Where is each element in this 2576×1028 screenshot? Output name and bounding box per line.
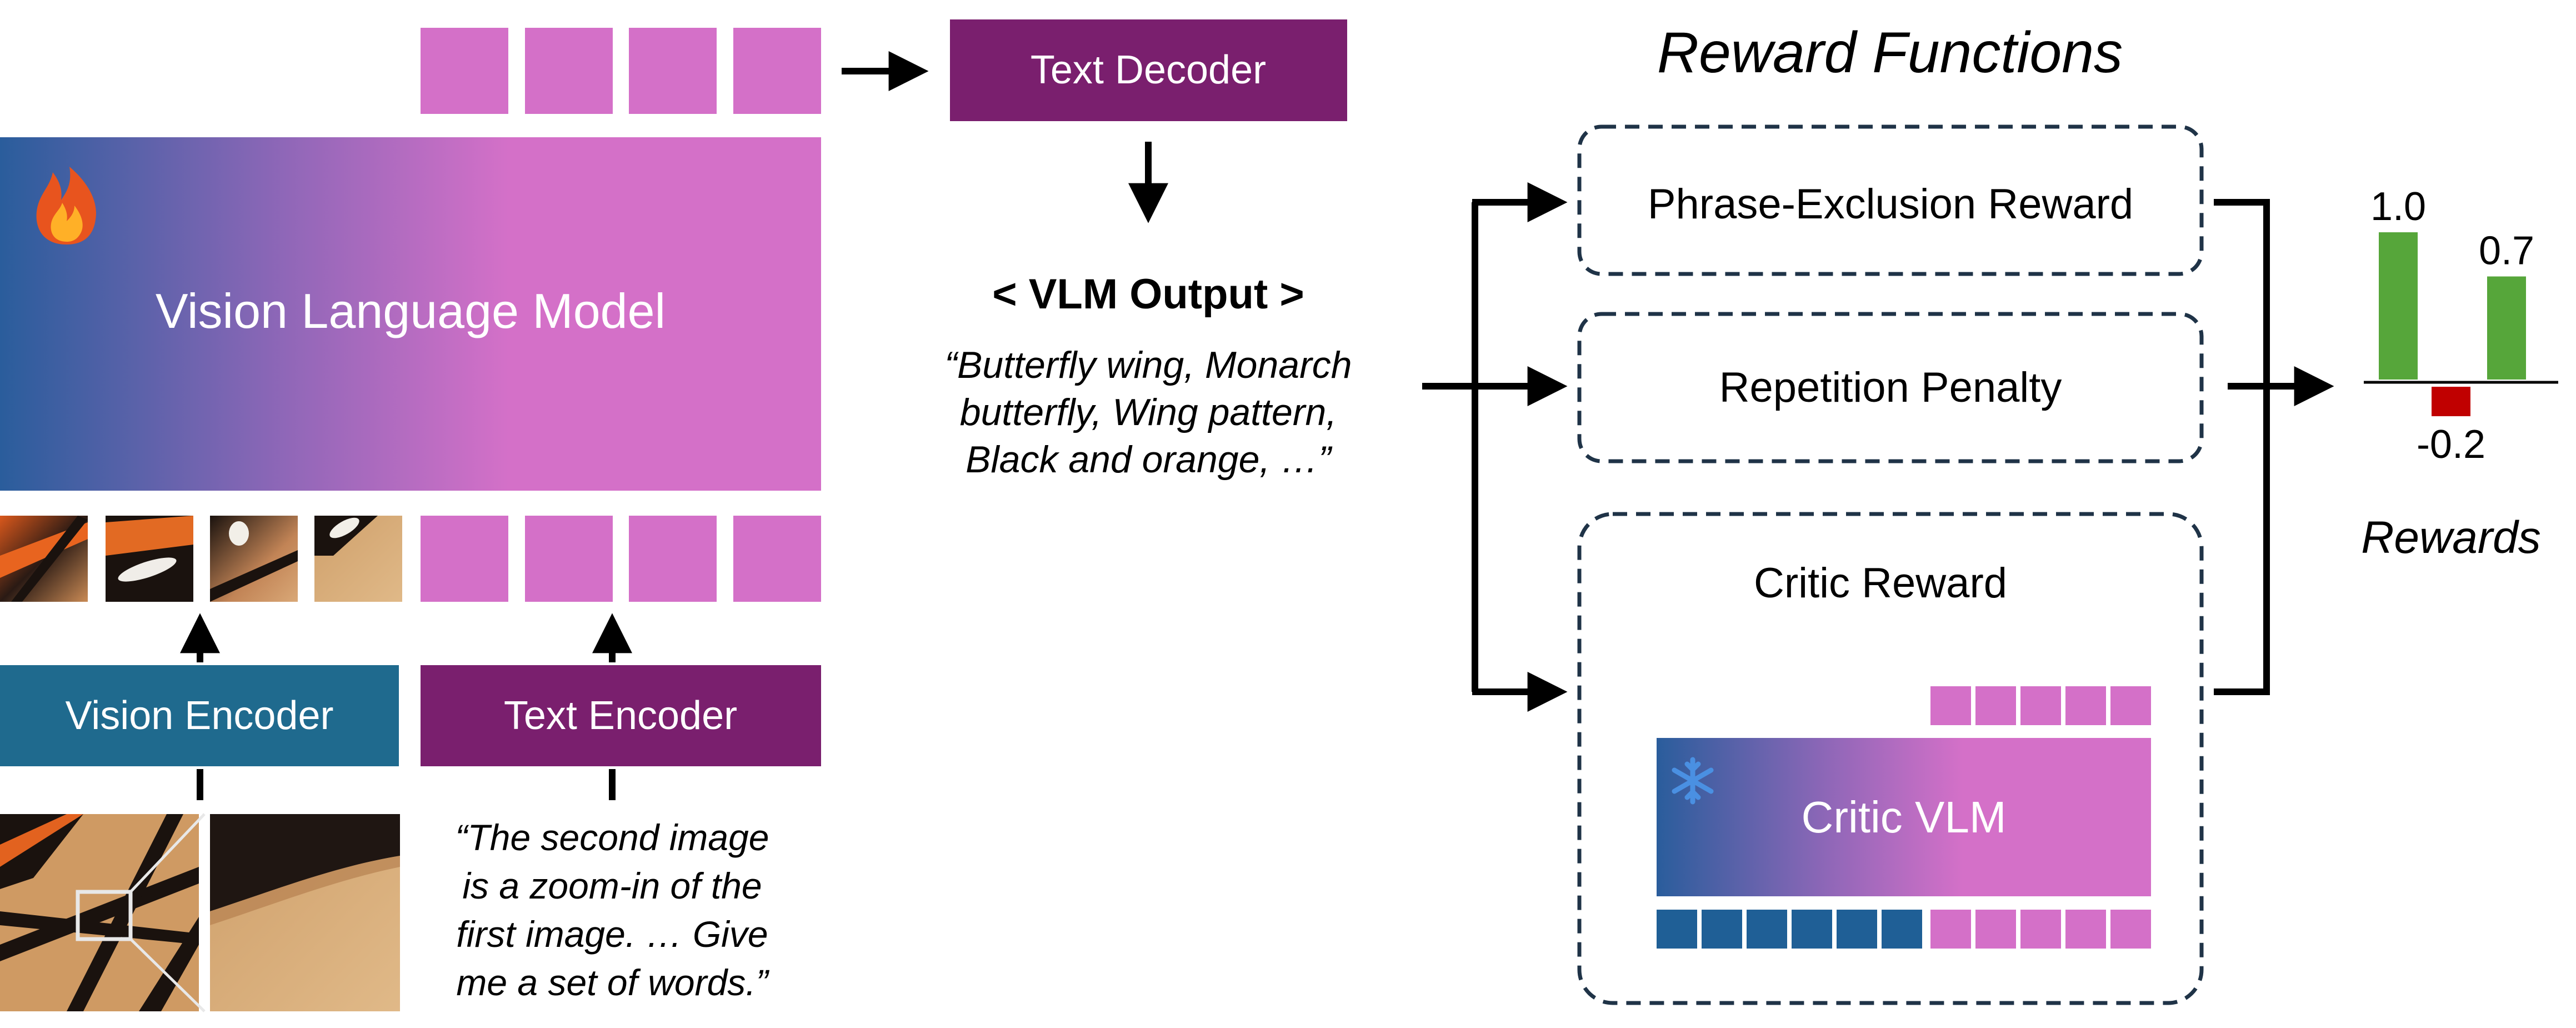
token bbox=[2020, 686, 2061, 725]
fork-connector bbox=[1422, 182, 1568, 712]
prompt-line: “The second image bbox=[456, 817, 769, 858]
output-line: “Butterfly wing, Monarch bbox=[944, 344, 1352, 386]
image-patch bbox=[106, 516, 193, 602]
image-patch-row bbox=[0, 516, 402, 602]
text-encoder-box bbox=[421, 665, 821, 766]
text-decoder-box bbox=[950, 19, 1347, 121]
token bbox=[1975, 686, 2016, 725]
token bbox=[1657, 910, 1697, 949]
critic-input-tokens bbox=[1657, 910, 2151, 949]
token bbox=[2020, 910, 2061, 949]
token bbox=[525, 516, 613, 602]
snowflake-icon bbox=[1672, 757, 1714, 805]
text-encoder-label: Text Encoder bbox=[504, 693, 737, 738]
token bbox=[1930, 910, 1971, 949]
prompt-line: first image. … Give bbox=[456, 914, 768, 955]
reward-bars: 1.0 -0.2 0.7 bbox=[2370, 184, 2534, 467]
vlm-output-title: < VLM Output > bbox=[992, 271, 1304, 318]
token bbox=[2110, 910, 2151, 949]
token bbox=[629, 516, 717, 602]
token bbox=[733, 516, 821, 602]
token bbox=[1975, 910, 2016, 949]
token bbox=[629, 28, 717, 114]
token bbox=[421, 28, 508, 114]
token bbox=[1930, 686, 1971, 725]
vision-encoder-box bbox=[0, 665, 399, 766]
text-token-row bbox=[421, 516, 821, 602]
reward-bar bbox=[2487, 276, 2526, 380]
reward-functions-title: Reward Functions bbox=[1657, 21, 2123, 85]
reward-value-label: -0.2 bbox=[2417, 422, 2485, 467]
token bbox=[421, 516, 508, 602]
token bbox=[1837, 910, 1877, 949]
reward-bar bbox=[2379, 232, 2418, 380]
critic-vlm-block bbox=[1657, 738, 2151, 896]
critic-vlm-label: Critic VLM bbox=[1802, 792, 2007, 842]
output-token-row bbox=[421, 28, 821, 114]
vlm-output-text: “Butterfly wing, Monarch butterfly, Wing… bbox=[944, 344, 1352, 481]
reward-bar bbox=[2432, 387, 2470, 416]
token bbox=[733, 28, 821, 114]
vlm-block bbox=[0, 137, 821, 491]
phrase-exclusion-box bbox=[1577, 124, 2204, 276]
reward-value-label: 1.0 bbox=[2370, 184, 2426, 229]
input-image-full bbox=[0, 813, 206, 1012]
output-line: Black and orange, …” bbox=[966, 438, 1333, 481]
input-image-zoom bbox=[210, 814, 400, 1011]
critic-output-tokens bbox=[1930, 686, 2151, 725]
critic-reward-box bbox=[1577, 512, 2204, 1005]
token bbox=[2065, 686, 2106, 725]
output-line: butterfly, Wing pattern, bbox=[960, 391, 1337, 433]
vision-encoder-label: Vision Encoder bbox=[66, 693, 334, 738]
token bbox=[1702, 910, 1742, 949]
token bbox=[1747, 910, 1787, 949]
prompt-line: me a set of words.” bbox=[456, 962, 769, 1003]
image-patch bbox=[0, 516, 88, 602]
image-patch bbox=[210, 516, 298, 602]
token bbox=[2065, 910, 2106, 949]
input-prompt: “The second image is a zoom-in of the fi… bbox=[456, 817, 770, 1003]
token bbox=[525, 28, 613, 114]
phrase-exclusion-label: Phrase-Exclusion Reward bbox=[1648, 181, 2133, 228]
image-patch bbox=[314, 516, 402, 602]
vlm-title: Vision Language Model bbox=[156, 283, 666, 338]
token bbox=[1882, 910, 1922, 949]
text-decoder-label: Text Decoder bbox=[1031, 48, 1266, 92]
merge-connector bbox=[2214, 199, 2334, 695]
prompt-line: is a zoom-in of the bbox=[462, 865, 762, 906]
reward-value-label: 0.7 bbox=[2479, 229, 2534, 273]
token bbox=[1792, 910, 1832, 949]
rewards-title: Rewards bbox=[2361, 512, 2541, 563]
fire-icon bbox=[36, 167, 96, 244]
token bbox=[2110, 686, 2151, 725]
repetition-penalty-label: Repetition Penalty bbox=[1719, 364, 2062, 411]
critic-reward-label: Critic Reward bbox=[1754, 560, 2007, 607]
repetition-penalty-box bbox=[1577, 312, 2204, 463]
